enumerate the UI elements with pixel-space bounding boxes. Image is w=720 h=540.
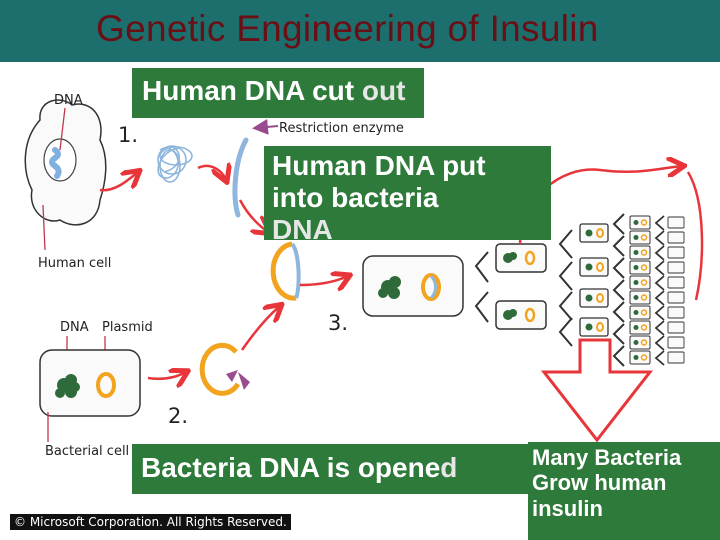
enzyme-arrow: [226, 370, 238, 382]
caption-text-overflow: d: [440, 452, 458, 483]
nucleus: [43, 138, 77, 182]
caption-many-bacteria: Many Bacteria Grow human insulin: [532, 445, 720, 521]
caption-text: Bacteria DNA is opene: [141, 452, 441, 483]
bacterium-copy: [495, 300, 547, 330]
bacteria-column: [629, 215, 651, 365]
arrow: [197, 166, 226, 180]
pointer-line: [42, 204, 46, 251]
caption-line: Many Bacteria: [532, 445, 682, 470]
caption-box: [264, 146, 551, 240]
caption-text: Human DNA cut: [142, 75, 355, 106]
recombinant-plasmid: [270, 241, 297, 301]
inserted-dna-segment: [429, 274, 437, 300]
step-2-label: 2.: [168, 404, 188, 428]
step-3-label: 3.: [328, 311, 348, 335]
big-down-arrow: [540, 338, 654, 443]
bacterial-cell: [39, 349, 141, 417]
caption-line: insulin: [532, 495, 603, 521]
plasmid-ring: [96, 372, 116, 398]
human-dna-strand: [49, 147, 62, 179]
inserted-dna-segment: [290, 242, 301, 299]
title-bar: [0, 0, 720, 62]
arrow: [686, 171, 704, 301]
cut-dna-fragment: [232, 137, 249, 218]
page-title: Genetic Engineering of Insulin: [96, 8, 599, 49]
caption-opened: Bacteria DNA is opened: [141, 452, 457, 484]
label-dna: DNA: [54, 93, 83, 108]
bacterium-copy: [579, 223, 609, 337]
label-human-cell: Human cell: [38, 256, 111, 271]
enzyme-arrow: [252, 118, 279, 135]
label-dna-bottom: DNA: [60, 320, 89, 335]
arrow: [654, 215, 665, 366]
step-1-label: 1.: [118, 123, 138, 147]
label-bacterial-cell: Bacterial cell: [45, 444, 129, 459]
bacteria-column: [633, 220, 639, 360]
caption-box: [132, 68, 424, 118]
enzyme-arrow: [238, 372, 250, 390]
arrow: [558, 229, 573, 347]
opened-plasmid: [199, 342, 241, 396]
plasmid-ring: [421, 273, 441, 301]
bacterium-contents: [585, 228, 604, 332]
arrow: [240, 306, 280, 351]
arrow: [299, 276, 348, 285]
copyright-notice: © Microsoft Corporation. All Rights Rese…: [10, 514, 291, 530]
bacteria-column: [640, 219, 648, 361]
arrow: [474, 251, 489, 283]
transformed-bacterium: [362, 255, 464, 317]
bacterium-copy: [495, 243, 547, 273]
caption-cut-out: Human DNA cut out: [142, 75, 405, 107]
pointer-line: [59, 107, 66, 151]
caption-line: DNA: [272, 214, 333, 246]
arrow: [612, 213, 625, 367]
caption-text-overflow: out: [361, 75, 406, 106]
arrow: [474, 291, 489, 323]
caption-line: Grow human: [532, 470, 667, 496]
caption-box: [528, 442, 720, 540]
arrow: [147, 372, 186, 379]
label-restriction-enzyme: Restriction enzyme: [279, 121, 404, 136]
bacterial-chromosome: [55, 374, 80, 398]
caption-box: [132, 444, 529, 494]
bacteria-column: [667, 216, 685, 364]
caption-line: into bacteria: [272, 182, 439, 214]
extracted-dna-tangle: [157, 145, 193, 183]
bacterial-chromosome: [378, 276, 401, 299]
caption-line: Human DNA put: [272, 150, 486, 181]
arrow: [99, 172, 138, 192]
label-plasmid: Plasmid: [102, 320, 153, 335]
caption-put-into: Human DNA put into bacteria DNA: [272, 150, 486, 247]
